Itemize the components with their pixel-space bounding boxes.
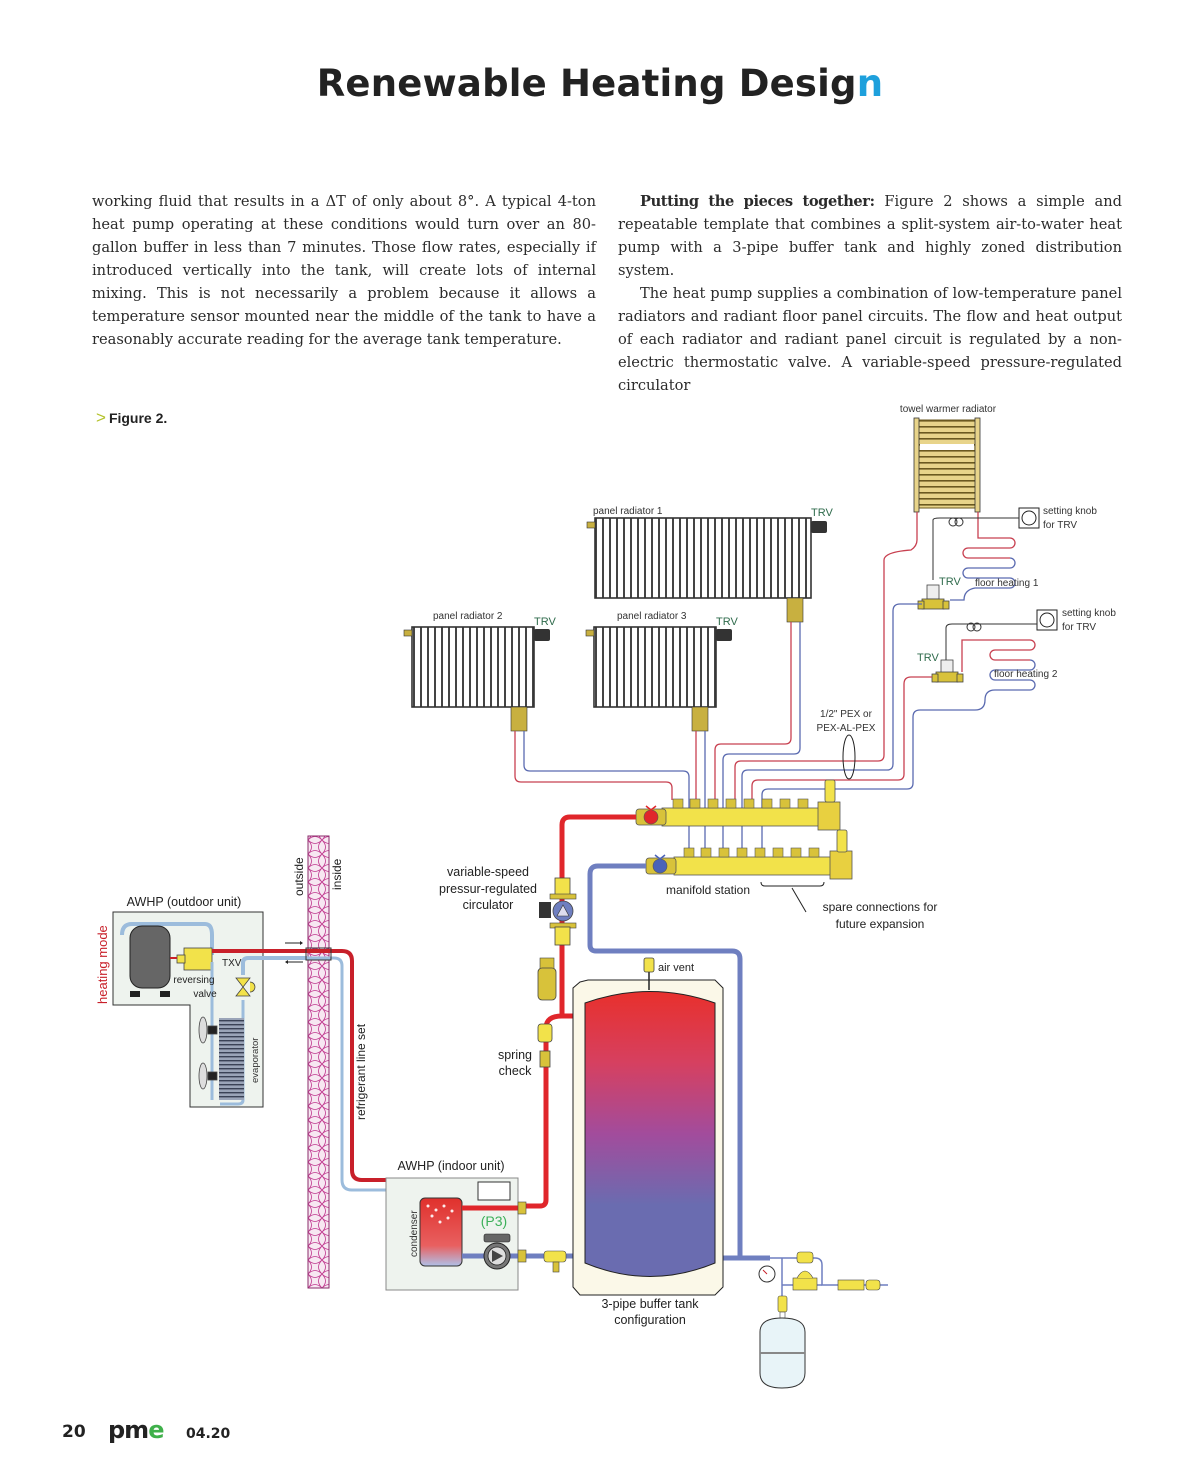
circulator-label-line2: pressur-regulated	[439, 882, 537, 896]
setting-knob-2-sublabel: for TRV	[1062, 622, 1096, 633]
hydronic-system-diagram: towel warmer radiator setting knob for T…	[95, 404, 1116, 1389]
logo-accent-letter: e	[148, 1416, 164, 1444]
inside-label: inside	[330, 858, 344, 890]
article-left-column: working fluid that results in a ΔT of on…	[92, 190, 596, 351]
pex-label-line1: 1/2" PEX or	[820, 709, 873, 720]
spring-check-label-line2: check	[499, 1064, 532, 1078]
reversing-valve-label-line2: valve	[193, 989, 217, 1000]
txv-valve	[235, 977, 256, 997]
refrigerant-line-set-label: refrigerant line set	[354, 1023, 368, 1120]
pressure-gauge-icon	[758, 1265, 776, 1283]
makeup-water-assembly	[770, 1257, 888, 1300]
setting-knob-1-label: setting knob	[1043, 506, 1097, 517]
floor-heating-1-trv: TRV floor heating 1	[917, 576, 1039, 610]
spring-check-label-line1: spring	[498, 1048, 532, 1062]
awhp-indoor-unit	[385, 1177, 567, 1291]
panel-radiator-1: panel radiator 1 TRV	[586, 506, 833, 623]
right-column-paragraph-2: The heat pump supplies a combination of …	[618, 285, 1122, 394]
left-column-text: working fluid that results in a ΔT of on…	[92, 193, 596, 348]
reversing-valve-label-line1: reversing	[173, 975, 214, 986]
towel-warmer-label: towel warmer radiator	[900, 404, 997, 415]
manifold-station-label: manifold station	[666, 883, 750, 897]
page-title: Renewable Heating Design	[0, 62, 1200, 105]
pex-label-line2: PEX-AL-PEX	[817, 723, 876, 734]
pex-bundle-marker	[842, 734, 856, 780]
right-column-paragraph-1: Putting the pieces together: Figure 2 sh…	[618, 190, 1122, 282]
awhp-indoor-label: AWHP (indoor unit)	[398, 1159, 505, 1173]
awhp-outdoor-unit	[112, 911, 308, 1108]
balancing-valve	[543, 1250, 567, 1273]
outside-label: outside	[292, 857, 306, 896]
page-footer: 20 pme 04.20	[62, 1416, 230, 1444]
paragraph-1-text: Figure 2 shows a simple and repeatable t…	[618, 193, 1122, 279]
evaporator-label: evaporator	[250, 1038, 261, 1083]
panel-radiator-3-label: panel radiator 3	[617, 611, 687, 622]
title-text: Renewable Heating Desig	[316, 62, 857, 105]
panel-radiator-3: panel radiator 3 TRV	[585, 611, 738, 732]
fan-icon	[198, 1016, 218, 1090]
spring-check-valve	[537, 1023, 553, 1068]
condenser-label: condenser	[409, 1210, 420, 1257]
spare-connections-label: spare connections for	[823, 900, 938, 914]
spare-connections-bracket	[760, 881, 825, 887]
title-accent-letter: n	[856, 62, 884, 105]
setting-knob-1: setting knob for TRV	[932, 506, 1097, 580]
variable-speed-circulator	[539, 877, 577, 946]
evaporator-coil	[219, 1018, 244, 1100]
floor-heating-2-label: floor heating 2	[994, 669, 1058, 680]
circulator-label-line3: circulator	[463, 898, 514, 912]
makeup-valves	[792, 1251, 881, 1291]
trv-label: TRV	[716, 616, 738, 628]
floor-heating-1-coil	[950, 512, 1016, 601]
figure-number: Figure 2.	[108, 410, 168, 426]
trv-label: TRV	[811, 507, 833, 519]
trv-label: TRV	[917, 652, 939, 664]
floor-heating-2-trv: TRV floor heating 2	[917, 652, 1058, 683]
buffer-tank-label-line1: 3-pipe buffer tank	[601, 1297, 699, 1311]
issue-date: 04.20	[186, 1426, 231, 1442]
reversing-valve	[176, 947, 213, 971]
air-separator	[537, 957, 557, 1001]
p3-label: (P3)	[481, 1213, 507, 1229]
return-manifold	[645, 829, 853, 880]
heating-mode-label: heating mode	[95, 925, 110, 1004]
panel-radiator-1-label: panel radiator 1	[593, 506, 663, 517]
chevron-right-icon: >	[96, 408, 106, 427]
magazine-logo: pme	[108, 1416, 164, 1444]
txv-label: TXV	[222, 958, 242, 969]
floor-heating-2-coil	[961, 639, 1036, 701]
figure-label: >Figure 2.	[96, 408, 167, 428]
page-number: 20	[62, 1422, 86, 1442]
air-vent-label: air vent	[658, 962, 694, 974]
future-expansion-label: future expansion	[836, 917, 925, 931]
supply-manifold	[635, 779, 841, 831]
circulator-p3	[483, 1233, 511, 1270]
condenser	[419, 1197, 463, 1267]
section-lead-in: Putting the pieces together:	[640, 193, 875, 210]
pex-distribution-tubes	[514, 512, 986, 850]
expansion-tank	[759, 1295, 806, 1389]
setting-knob-2: setting knob for TRV	[945, 608, 1116, 660]
setting-knob-2-label: setting knob	[1062, 608, 1116, 619]
panel-radiator-2: panel radiator 2 TRV	[403, 611, 556, 732]
buffer-tank-label-line2: configuration	[614, 1313, 686, 1327]
trv-label: TRV	[939, 576, 961, 588]
buffer-tank	[572, 957, 724, 1296]
exterior-wall	[307, 835, 330, 1289]
logo-text: pm	[108, 1416, 149, 1444]
article-right-column: Putting the pieces together: Figure 2 sh…	[618, 190, 1122, 397]
towel-warmer-radiator: towel warmer radiator	[900, 404, 997, 513]
floor-heating-1-label: floor heating 1	[975, 578, 1039, 589]
circulator-label-line1: variable-speed	[447, 865, 529, 879]
trv-label: TRV	[534, 616, 556, 628]
setting-knob-1-sublabel: for TRV	[1043, 520, 1077, 531]
awhp-outdoor-label: AWHP (outdoor unit)	[127, 895, 242, 909]
panel-radiator-2-label: panel radiator 2	[433, 611, 503, 622]
